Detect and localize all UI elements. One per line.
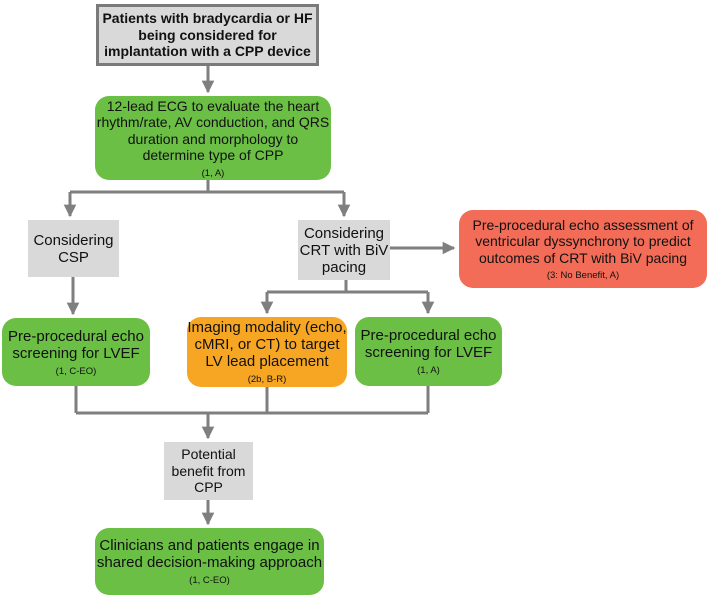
start-text: Patients with bradycardia or HF being co… (102, 10, 313, 60)
ecg-class: (1, A) (201, 167, 225, 179)
shared-box: Clinicians and patients engage in shared… (95, 528, 324, 595)
lvef-crt-text: Pre-procedural echo screening for LVEF (360, 327, 497, 361)
csp-text: Considering CSP (33, 231, 114, 266)
dyssync-class: (3: No Benefit, A) (546, 270, 620, 282)
lvef-crt-class: (1, A) (417, 365, 440, 376)
benefit-box: Potential benefit from CPP (164, 442, 253, 500)
ecg-text: 12-lead ECG to evaluate the heart rhythm… (96, 97, 330, 164)
lvef-csp-class: (1, C-EO) (55, 365, 97, 377)
shared-text: Clinicians and patients engage in shared… (96, 537, 323, 571)
crt-text: Considering CRT with BiV pacing (299, 224, 389, 276)
imaging-box: Imaging modality (echo, cMRI, or CT) to … (187, 317, 347, 387)
ecg-box: 12-lead ECG to evaluate the heart rhythm… (95, 96, 331, 180)
dyssync-box: Pre-procedural echo assessment of ventri… (459, 210, 707, 288)
lvef-crt-box: Pre-procedural echo screening for LVEF (… (355, 317, 502, 386)
benefit-text: Potential benefit from CPP (171, 446, 246, 496)
dyssync-text: Pre-procedural echo assessment of ventri… (472, 216, 694, 266)
imaging-text: Imaging modality (echo, cMRI, or CT) to … (187, 319, 347, 370)
lvef-csp-box: Pre-procedural echo screening for LVEF (… (2, 318, 150, 386)
lvef-csp-text: Pre-procedural echo screening for LVEF (8, 327, 144, 362)
shared-class: (1, C-EO) (189, 575, 230, 586)
csp-box: Considering CSP (28, 220, 119, 277)
start-box: Patients with bradycardia or HF being co… (96, 4, 319, 66)
crt-box: Considering CRT with BiV pacing (298, 220, 390, 280)
imaging-class: (2b, B-R) (247, 374, 287, 385)
